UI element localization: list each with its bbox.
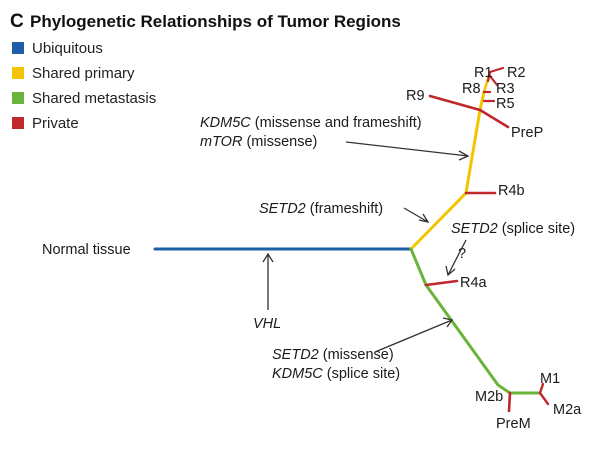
arrow-setd2-frameshift <box>403 207 430 223</box>
node-label-M1: M1 <box>540 371 560 387</box>
annotation-vhl: VHL <box>253 316 281 332</box>
annotation-question-mark: ? <box>458 246 466 262</box>
branch-R2 <box>488 66 505 74</box>
branch-R9 <box>428 94 482 112</box>
annotation-setd2-frameshift: SETD2 (frameshift) <box>259 201 383 217</box>
panel-letter: C <box>10 11 24 32</box>
node-label-R9: R9 <box>406 88 425 104</box>
annotation-setd2-splice-site: SETD2 (splice site) <box>451 221 575 237</box>
legend-swatch-shared-metastasis <box>12 92 24 104</box>
node-label-R3: R3 <box>496 81 515 97</box>
arrow-vhl <box>262 252 274 310</box>
branch-PreM <box>507 391 512 413</box>
arrow-setd2-splice-site <box>445 239 467 277</box>
annotation-mtor: mTOR (missense) <box>200 134 317 150</box>
node-label-R1: R1 <box>474 65 493 81</box>
node-label-R4b: R4b <box>498 183 525 199</box>
tree <box>153 66 550 413</box>
branch-PreP <box>478 108 510 129</box>
legend-swatch-ubiquitous <box>12 42 24 54</box>
legend-label-ubiquitous: Ubiquitous <box>32 40 103 57</box>
annotation-kdm5c-primary: KDM5C (missense and frameshift) <box>200 115 422 131</box>
branch-shared-metastasis <box>409 247 542 395</box>
branch-M2a <box>538 391 550 406</box>
figure-title: Phylogenetic Relationships of Tumor Regi… <box>30 12 401 31</box>
arrow-kdm5c-mtor <box>345 141 470 161</box>
private-branches <box>424 66 550 413</box>
annotation-arrows <box>262 141 470 353</box>
mutation-annotations: KDM5C (missense and frameshift) mTOR (mi… <box>200 115 575 382</box>
node-label-R2: R2 <box>507 65 526 81</box>
legend: Ubiquitous Shared primary Shared metasta… <box>12 40 156 132</box>
legend-label-private: Private <box>32 115 79 132</box>
branch-R1 <box>486 70 492 83</box>
node-label-R4a: R4a <box>460 275 488 291</box>
node-label-normal-tissue: Normal tissue <box>42 242 131 258</box>
legend-label-shared-metastasis: Shared metastasis <box>32 90 156 107</box>
node-labels: Normal tissue R1 R2 R3 R8 R5 R9 PreP R4b… <box>42 65 582 432</box>
arrow-setd2-kdm5c-metastasis <box>374 317 454 353</box>
node-label-M2b: M2b <box>475 389 503 405</box>
branch-R3 <box>488 74 499 87</box>
branch-M1 <box>538 382 545 395</box>
node-label-PreP: PreP <box>511 125 543 141</box>
branch-R4a <box>424 279 459 287</box>
legend-swatch-shared-primary <box>12 67 24 79</box>
annotation-kdm5c-splice-site: KDM5C (splice site) <box>272 366 400 382</box>
annotation-setd2-missense: SETD2 (missense) <box>272 347 394 363</box>
node-label-R8: R8 <box>462 81 481 97</box>
branch-shared-primary <box>409 90 486 251</box>
node-label-PreM: PreM <box>496 416 531 432</box>
node-label-R5: R5 <box>496 96 515 112</box>
legend-label-shared-primary: Shared primary <box>32 65 135 82</box>
node-label-M2a: M2a <box>553 402 582 418</box>
legend-swatch-private <box>12 117 24 129</box>
